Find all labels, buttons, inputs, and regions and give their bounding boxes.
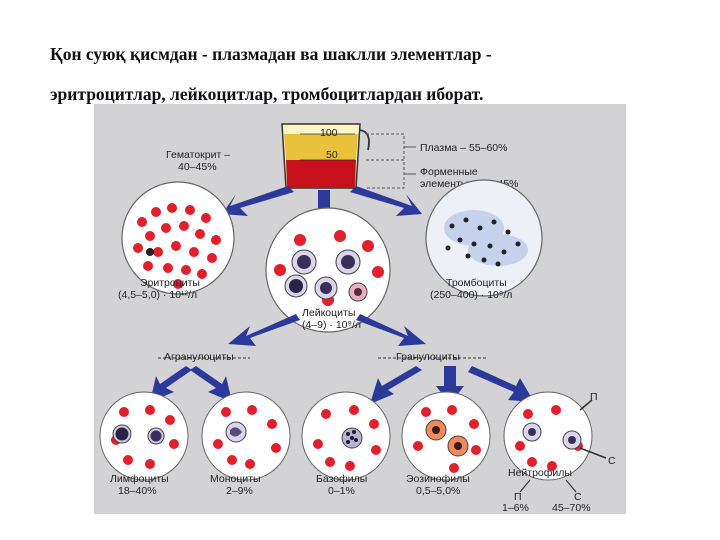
eosinophils-label-2: 0,5–5,0% <box>416 485 460 497</box>
beaker-brackets <box>366 133 405 189</box>
hematocrit-label-2: 40–45% <box>178 161 217 173</box>
arrow-to-thrombocytes <box>350 186 422 216</box>
lymphocytes-label-1: Лимфоциты <box>110 473 169 485</box>
erythrocytes-label-1: Эритроциты <box>140 277 200 289</box>
arrow-to-monocytes <box>190 366 232 402</box>
erythrocytes-label-2: (4,5–5,0) · 10¹²/л <box>118 289 197 301</box>
arrow-to-erythrocytes <box>222 186 294 216</box>
thrombocytes-label-1: Тромбоциты <box>446 277 507 289</box>
beaker-handle <box>359 129 370 151</box>
monocytes-circle <box>201 391 291 481</box>
plasma-label: Плазма – 55–60% <box>420 142 507 154</box>
arrow-to-neutrophils <box>468 366 534 402</box>
leukocytes-label-1: Лейкоциты <box>302 307 355 319</box>
monocytes-label-2: 2–9% <box>226 485 253 497</box>
agranulocytes-label: Агранулоциты <box>164 351 234 363</box>
eosinophils-label-1: Эозинофилы <box>406 473 470 485</box>
leukocytes-circle <box>265 207 391 333</box>
basophils-circle <box>301 391 391 481</box>
lymphocytes-label-2: 18–40% <box>118 485 157 497</box>
page-heading: Қон суюқ қисмдан - плазмадан ва шаклли э… <box>50 34 656 114</box>
hematocrit-label-1: Гематокрит – <box>166 149 230 161</box>
basophils-label-1: Базофилы <box>316 473 367 485</box>
neutrophils-c-label: С <box>608 455 616 467</box>
plasma-layer <box>284 134 358 160</box>
neutrophils-c-pct: 45–70% <box>552 502 591 514</box>
erythrocyte-dark-cell <box>146 248 154 256</box>
monocytes-label-1: Моноциты <box>210 473 261 485</box>
thrombocytes-label-2: (250–400) · 10⁹/л <box>430 289 512 301</box>
neutrophils-p-pct: 1–6% <box>502 502 529 514</box>
neutrophils-label: Нейтрофилы <box>508 467 572 479</box>
formed-label-1: Форменные <box>420 166 478 178</box>
erythrocyte-cells <box>133 203 221 289</box>
beaker-mark-50: 50 <box>326 149 338 161</box>
erythrocytes-circle <box>121 181 235 295</box>
basophils-label-2: 0–1% <box>328 485 355 497</box>
beaker: 100 50 <box>281 123 416 189</box>
beaker-mark-100: 100 <box>320 127 338 139</box>
neutrophils-c-sub: С <box>574 491 582 503</box>
heading-line-1: Қон суюқ қисмдан - плазмадан ва шаклли э… <box>50 44 492 64</box>
eosinophils-circle <box>401 391 491 481</box>
thrombocytes-circle <box>425 179 543 297</box>
arrow-to-agranulocytes <box>228 314 300 346</box>
granulocytes-label: Гранулоциты <box>396 351 460 363</box>
neutrophils-p-sub: П <box>514 491 522 503</box>
arrow-to-lymphocytes <box>150 366 192 402</box>
neutrophils-p-label: П <box>590 391 598 403</box>
leukocyte-arrows <box>228 314 426 346</box>
neutrophils-circle <box>503 391 607 493</box>
blood-cells-layer <box>286 160 356 188</box>
leukocytes-label-2: (4–9) · 10⁹/л <box>302 319 361 331</box>
lymphocytes-circle <box>99 391 189 481</box>
arrow-to-granulocytes <box>356 314 426 346</box>
arrow-to-basophils <box>370 366 422 404</box>
heading-line-2: эритроцитлар, лейкоцитлар, тромбоцитлард… <box>50 84 484 104</box>
